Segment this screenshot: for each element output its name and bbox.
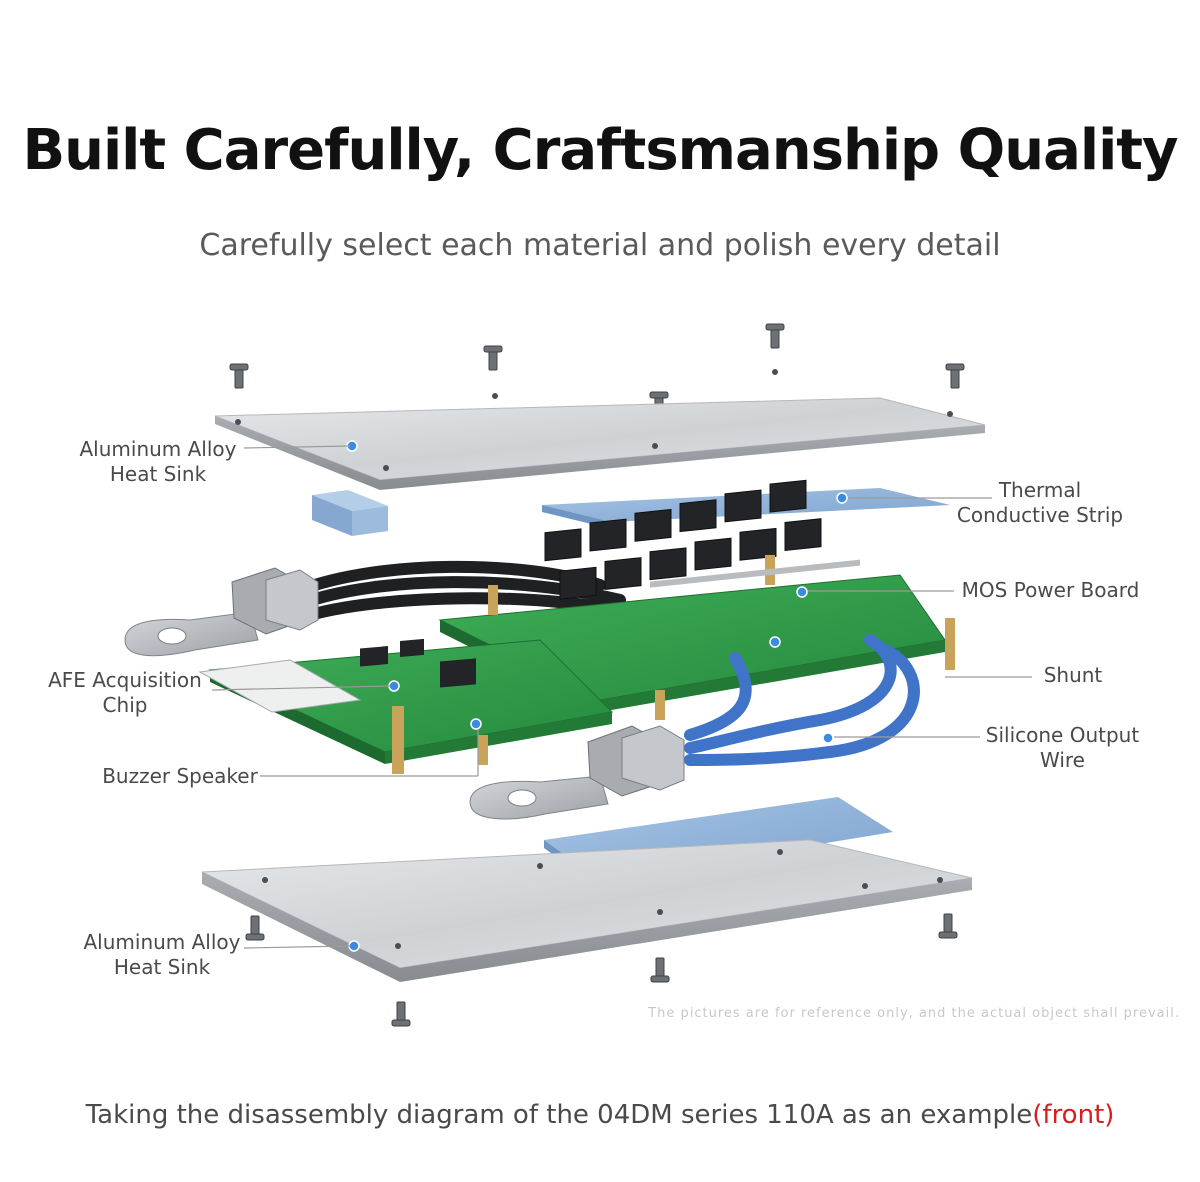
upper-lug xyxy=(124,567,319,657)
page-title: Built Carefully, Craftsmanship Quality xyxy=(22,118,1178,183)
label-buzzer-speaker: Buzzer Speaker xyxy=(102,764,258,788)
afe-board xyxy=(198,638,614,774)
heat-sink-bottom xyxy=(201,839,973,982)
marker-dot xyxy=(836,492,848,504)
marker-dot xyxy=(796,586,808,598)
marker-dot xyxy=(388,680,400,692)
caption: Taking the disassembly diagram of the 04… xyxy=(0,1100,1200,1130)
leader-lines xyxy=(211,445,1032,949)
marker-dot xyxy=(470,718,482,730)
shunt-bar xyxy=(650,559,860,588)
label-shunt: Shunt xyxy=(1043,663,1103,687)
label-mos-power-board: MOS Power Board xyxy=(961,578,1140,602)
caption-main: Taking the disassembly diagram of the 04… xyxy=(85,1100,1033,1130)
caption-highlight: (front) xyxy=(1032,1100,1115,1130)
screw-icon xyxy=(229,363,249,389)
silicone-wires xyxy=(684,634,920,766)
screw-icon xyxy=(483,345,503,371)
lower-lug xyxy=(469,725,685,820)
screw-icon xyxy=(765,323,785,349)
marker-dot xyxy=(822,732,834,744)
marker-dot xyxy=(348,940,360,952)
bottom-screws xyxy=(245,913,958,1027)
heat-sink-top xyxy=(214,369,986,490)
thermal-pads-upper xyxy=(312,488,950,536)
screw-icon xyxy=(945,363,965,389)
screw-icon xyxy=(245,915,265,941)
screw-icon xyxy=(938,913,958,939)
marker-dot xyxy=(769,636,781,648)
screw-icon xyxy=(650,957,670,983)
disclaimer-text: The pictures are for reference only, and… xyxy=(648,1006,1180,1021)
page-subtitle: Carefully select each material and polis… xyxy=(199,228,1001,263)
screw-icon xyxy=(391,1001,411,1027)
